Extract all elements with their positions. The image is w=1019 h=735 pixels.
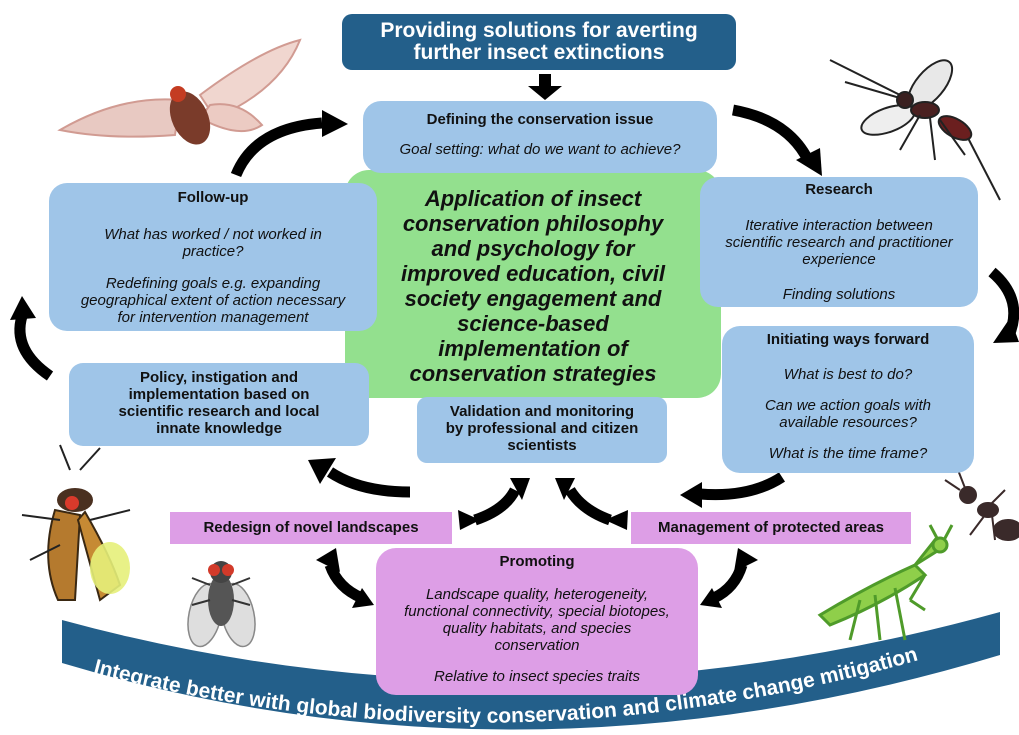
policy-box: Policy, instigation and implementation b… (69, 363, 369, 446)
validation-box: Validation and monitoring by professiona… (417, 397, 667, 463)
firefly-icon (21, 444, 131, 602)
redesign-box: Redesign of novel landscapes (170, 512, 452, 544)
arrow-policy-to-followup (14, 314, 54, 381)
arrowhead (510, 478, 530, 500)
initiating-title: Initiating ways forward (766, 331, 930, 348)
arrowhead (555, 478, 575, 500)
management-label: Management of protected areas (658, 519, 884, 536)
initiating-q3: What is the time frame? (768, 445, 928, 462)
policy-line: innate knowledge (156, 420, 282, 437)
defining-box: Defining the conservation issue Goal set… (363, 101, 717, 173)
arrowhead (308, 458, 336, 484)
mantis-icon (817, 524, 954, 641)
bottom-arch-banner (62, 612, 1000, 730)
core-philosophy-box: Application of insect conservation philo… (345, 170, 721, 398)
followup-box: Follow-up What has worked / not worked i… (49, 183, 377, 331)
arrow-initiating-to-management (699, 472, 786, 501)
validation-line: Validation and monitoring (449, 403, 635, 420)
arrowhead (10, 296, 36, 320)
followup-q1-line: What has worked / not worked in (104, 226, 322, 243)
followup-q1-line: practice? (182, 243, 244, 260)
policy-line: Policy, instigation and (139, 369, 299, 386)
arrow-management-promoting (711, 563, 748, 603)
followup-q2-line: geographical extent of action necessary (80, 292, 346, 309)
arrow-followup-to-defining (230, 117, 323, 178)
research-line: experience (802, 251, 876, 268)
initiating-q2-line: Can we action goals with (765, 397, 931, 414)
promoting-line: Landscape quality, heterogeneity, (425, 586, 649, 603)
research-extra: Finding solutions (782, 286, 896, 303)
arrow-banner-to-defining (528, 74, 562, 100)
arrow-validation-to-policy (326, 467, 411, 498)
research-line: scientific research and practitioner (725, 234, 953, 251)
fly-icon (187, 561, 256, 648)
core-line: improved education, civil (400, 261, 666, 286)
core-line: society engagement and (404, 286, 662, 311)
arrowhead (993, 318, 1019, 343)
top-banner: Providing solutions for averting further… (342, 14, 736, 70)
core-line: and psychology for (431, 236, 635, 261)
core-line: Application of insect (424, 186, 642, 211)
initiating-q2-line: available resources? (779, 414, 917, 431)
core-line: science-based (457, 311, 609, 336)
arrowhead (458, 510, 480, 530)
research-title: Research (805, 181, 873, 198)
arrow-validation-management (565, 486, 612, 526)
research-box: Research Iterative interaction between s… (700, 177, 978, 307)
moth-icon (57, 38, 302, 145)
arrowhead (700, 588, 722, 608)
validation-line: scientists (507, 437, 577, 454)
arrow-validation-redesign (473, 487, 520, 526)
core-line: conservation philosophy (402, 211, 664, 236)
promoting-extra: Relative to insect species traits (434, 668, 640, 685)
arrowhead (734, 548, 758, 572)
core-line: conservation strategies (409, 361, 657, 386)
redesign-label: Redesign of novel landscapes (203, 519, 419, 536)
defining-detail: Goal setting: what do we want to achieve… (399, 141, 681, 158)
promoting-title: Promoting (499, 553, 575, 570)
validation-line: by professional and citizen (445, 420, 639, 437)
defining-title: Defining the conservation issue (426, 111, 654, 128)
promoting-line: quality habitats, and species (442, 620, 632, 637)
promoting-line: functional connectivity, special biotope… (404, 603, 670, 620)
initiating-q1: What is best to do? (783, 366, 913, 383)
promoting-box: Promoting Landscape quality, heterogenei… (376, 548, 698, 695)
arrowhead (316, 548, 340, 572)
banner-line: further insect extinctions (413, 41, 665, 64)
wasp-icon (829, 59, 1001, 201)
policy-line: scientific research and local (118, 403, 320, 420)
policy-line: implementation based on (128, 386, 310, 403)
arrowhead (796, 148, 822, 176)
arrowhead (680, 482, 702, 508)
arrow-defining-to-research (731, 104, 813, 163)
core-line: implementation of (438, 336, 628, 361)
followup-q2-line: Redefining goals e.g. expanding (105, 275, 321, 292)
promoting-line: conservation (494, 637, 580, 654)
arrowhead (605, 510, 628, 530)
initiating-box: Initiating ways forward What is best to … (722, 326, 974, 473)
banner-line: Providing solutions for averting (380, 19, 698, 42)
ant-icon (944, 469, 1019, 541)
research-line: Iterative interaction between (745, 217, 933, 234)
followup-title: Follow-up (177, 189, 249, 206)
management-box: Management of protected areas (631, 512, 911, 544)
arrowhead (322, 110, 348, 137)
arrow-redesign-promoting (324, 562, 365, 604)
followup-q2-line: for intervention management (117, 309, 309, 326)
arrowhead (352, 588, 374, 608)
